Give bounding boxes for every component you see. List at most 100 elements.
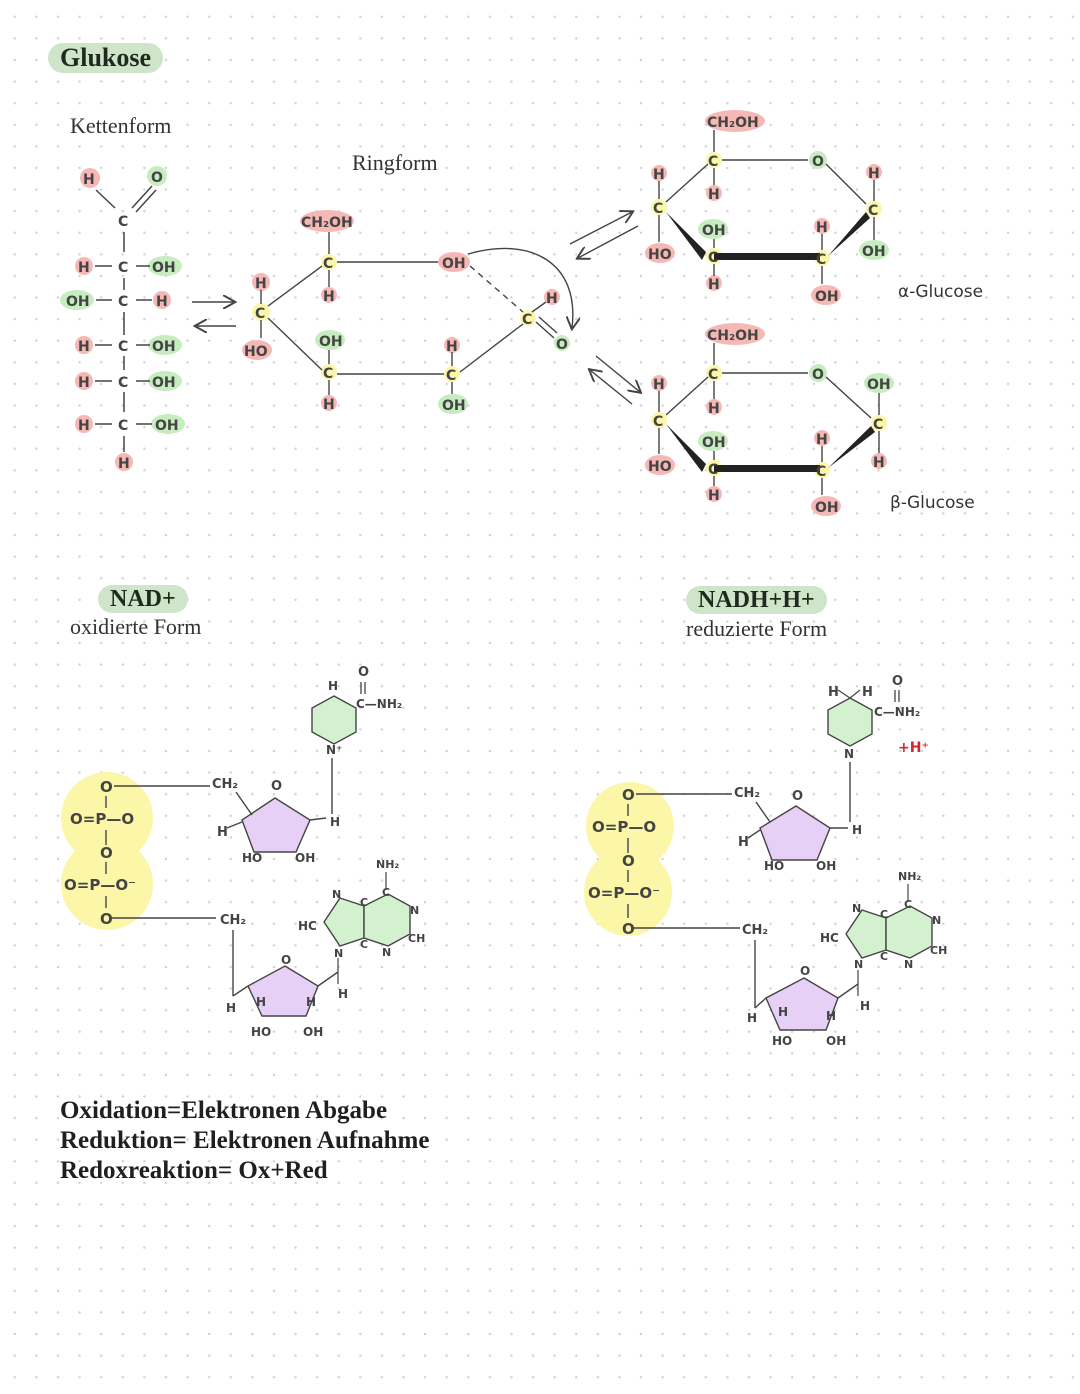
svg-text:O: O — [100, 910, 113, 928]
svg-text:HO: HO — [244, 344, 268, 360]
svg-text:H: H — [78, 260, 90, 276]
svg-text:N: N — [332, 888, 341, 901]
svg-text:H: H — [118, 456, 130, 472]
svg-text:OH: OH — [66, 294, 90, 310]
svg-text:H: H — [256, 995, 266, 1009]
svg-text:O: O — [800, 964, 810, 978]
svg-text:O: O — [892, 674, 903, 689]
svg-text:OH: OH — [303, 1025, 323, 1039]
svg-text:OH: OH — [319, 334, 343, 350]
svg-text:OH: OH — [295, 851, 315, 865]
svg-text:O: O — [151, 170, 163, 186]
svg-text:CH₂OH: CH₂OH — [707, 328, 759, 344]
svg-text:C: C — [816, 464, 826, 480]
svg-text:H: H — [546, 291, 558, 307]
svg-text:OH: OH — [816, 859, 836, 873]
nadh-structure: O O=P—O O O=P—O⁻ O CH₂ O H HO OH H H H O… — [584, 674, 947, 1048]
svg-text:O=P—O: O=P—O — [70, 810, 134, 828]
svg-text:C: C — [118, 260, 128, 276]
beta-glucose-label: β-Glucose — [890, 493, 975, 513]
svg-text:H: H — [816, 220, 828, 236]
svg-text:OH: OH — [152, 375, 176, 391]
svg-text:HC: HC — [820, 931, 839, 945]
svg-text:CH₂: CH₂ — [734, 786, 760, 801]
svg-text:NH₂: NH₂ — [898, 870, 921, 883]
svg-text:C: C — [360, 938, 368, 951]
svg-text:HO: HO — [242, 851, 262, 865]
svg-text:H: H — [828, 685, 839, 700]
svg-text:O: O — [792, 789, 803, 804]
svg-text:OH: OH — [815, 500, 839, 516]
svg-text:C: C — [323, 366, 333, 382]
svg-text:O: O — [622, 852, 635, 870]
svg-text:H: H — [446, 339, 458, 355]
definition-redoxreaktion: Redoxreaktion= Ox+Red — [60, 1157, 328, 1184]
svg-text:O=P—O: O=P—O — [592, 818, 656, 836]
redox-definitions: Oxidation=Elektronen Abgabe Reduktion= E… — [60, 1096, 429, 1186]
svg-text:N⁺: N⁺ — [326, 743, 342, 757]
svg-text:HO: HO — [648, 247, 672, 263]
svg-text:C: C — [708, 154, 718, 170]
svg-text:H: H — [338, 987, 348, 1001]
svg-text:C: C — [880, 908, 888, 921]
svg-text:C: C — [382, 886, 390, 899]
svg-text:OH: OH — [152, 260, 176, 276]
svg-text:O: O — [622, 786, 635, 804]
svg-text:C: C — [446, 368, 456, 384]
definition-oxidation: Oxidation=Elektronen Abgabe — [60, 1097, 388, 1124]
svg-text:H: H — [330, 815, 340, 829]
svg-text:C: C — [323, 256, 333, 272]
svg-text:O: O — [100, 778, 113, 796]
svg-text:OH: OH — [702, 223, 726, 239]
svg-text:N: N — [852, 902, 861, 915]
nadh-title: NADH+H+ — [686, 586, 827, 614]
svg-text:N: N — [854, 958, 863, 971]
svg-text:C: C — [255, 306, 265, 322]
svg-text:OH: OH — [442, 398, 466, 414]
svg-text:H: H — [868, 166, 880, 182]
definition-reduktion: Reduktion= Elektronen Aufnahme — [60, 1127, 430, 1154]
svg-text:OH: OH — [442, 256, 466, 272]
svg-text:C: C — [653, 414, 663, 430]
proton-label: +H⁺ — [898, 740, 929, 756]
nad-subtitle: oxidierte Form — [70, 614, 202, 639]
svg-text:C: C — [880, 950, 888, 963]
svg-text:H: H — [78, 339, 90, 355]
glukose-title: Glukose — [48, 43, 164, 73]
svg-text:H: H — [328, 679, 338, 693]
svg-text:C: C — [904, 898, 912, 911]
svg-text:H: H — [747, 1011, 757, 1025]
svg-text:OH: OH — [702, 435, 726, 451]
svg-text:C: C — [653, 201, 663, 217]
svg-text:H: H — [255, 276, 267, 292]
svg-text:O: O — [271, 779, 282, 794]
svg-text:HO: HO — [772, 1034, 792, 1048]
svg-text:H: H — [323, 289, 335, 305]
nad-structure: O O=P—O O O=P—O⁻ O CH₂ O H HO OH H H O C… — [61, 665, 425, 1039]
svg-text:H: H — [708, 187, 720, 203]
svg-text:H: H — [306, 995, 316, 1009]
svg-text:O: O — [556, 337, 568, 353]
svg-text:C: C — [708, 367, 718, 383]
svg-text:C: C — [118, 339, 128, 355]
svg-text:C: C — [873, 417, 883, 433]
svg-text:H: H — [862, 685, 873, 700]
svg-text:CH: CH — [930, 944, 947, 957]
svg-text:H: H — [778, 1005, 788, 1019]
svg-text:O: O — [358, 665, 369, 680]
svg-text:NH₂: NH₂ — [376, 858, 399, 871]
svg-text:H: H — [653, 167, 665, 183]
svg-text:O=P—O⁻: O=P—O⁻ — [588, 884, 660, 902]
kettenform-label: Kettenform — [70, 113, 172, 138]
svg-text:N: N — [904, 958, 913, 971]
svg-text:H: H — [156, 294, 168, 310]
svg-text:OH: OH — [155, 418, 179, 434]
alpha-glucose-ring: CH₂OH C H O H C HO OH C H H C OH H C OH — [645, 110, 889, 305]
svg-text:N: N — [382, 946, 391, 959]
svg-text:H: H — [708, 277, 720, 293]
svg-text:O: O — [100, 844, 113, 862]
svg-text:C—NH₂: C—NH₂ — [874, 705, 920, 719]
alpha-glucose-label: α-Glucose — [898, 282, 983, 302]
svg-text:N: N — [334, 947, 343, 960]
